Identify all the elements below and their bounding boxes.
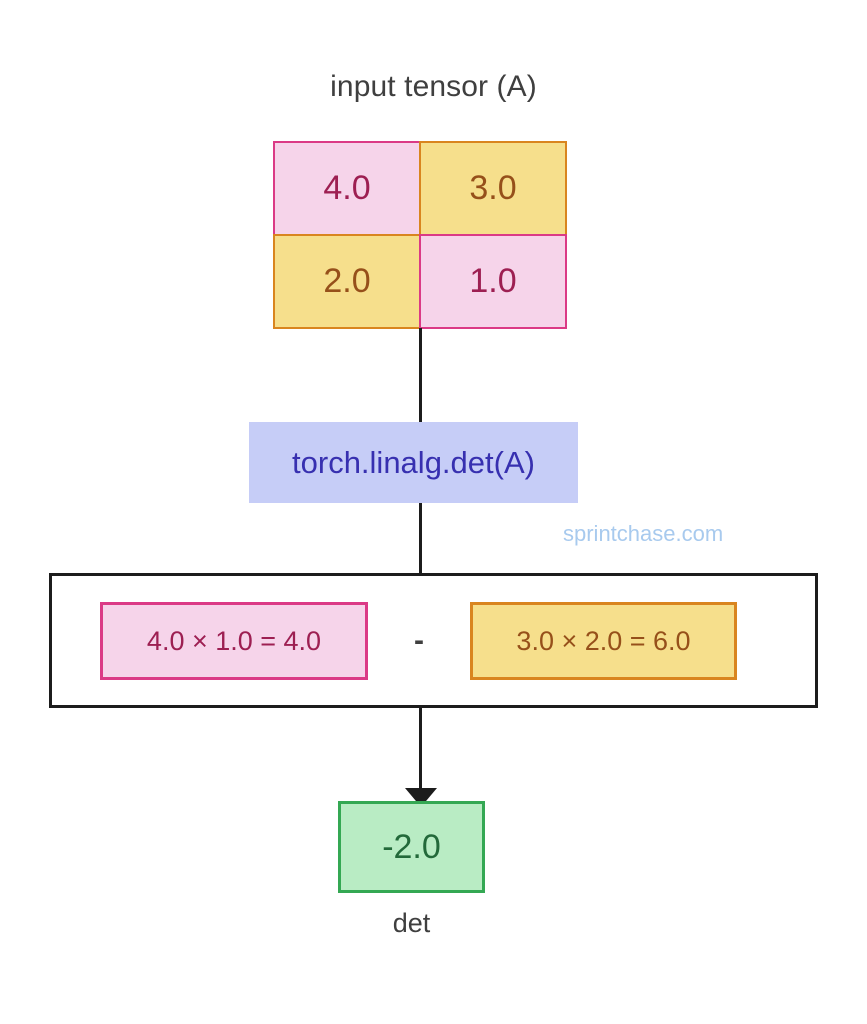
operation-box: torch.linalg.det(A) [249,422,578,503]
computation-operator: - [414,624,424,657]
result-box: -2.0 [338,801,485,893]
result-label: det [392,908,431,938]
connector-matrix-to-operation [419,328,422,423]
input-tensor-matrix: 4.0 3.0 2.0 1.0 [273,141,567,329]
matrix-cell-r1c0: 2.0 [273,234,421,329]
connector-computation-to-result [419,708,422,792]
matrix-cell-r1c1: 1.0 [419,234,567,329]
computation-right-term: 3.0 × 2.0 = 6.0 [470,602,737,680]
page-title: input tensor (A) [330,70,537,103]
matrix-cell-r0c1: 3.0 [419,141,567,236]
computation-left-term: 4.0 × 1.0 = 4.0 [100,602,368,680]
matrix-cell-r0c0: 4.0 [273,141,421,236]
watermark: sprintchase.com [563,521,724,546]
connector-operation-to-computation [419,503,422,574]
